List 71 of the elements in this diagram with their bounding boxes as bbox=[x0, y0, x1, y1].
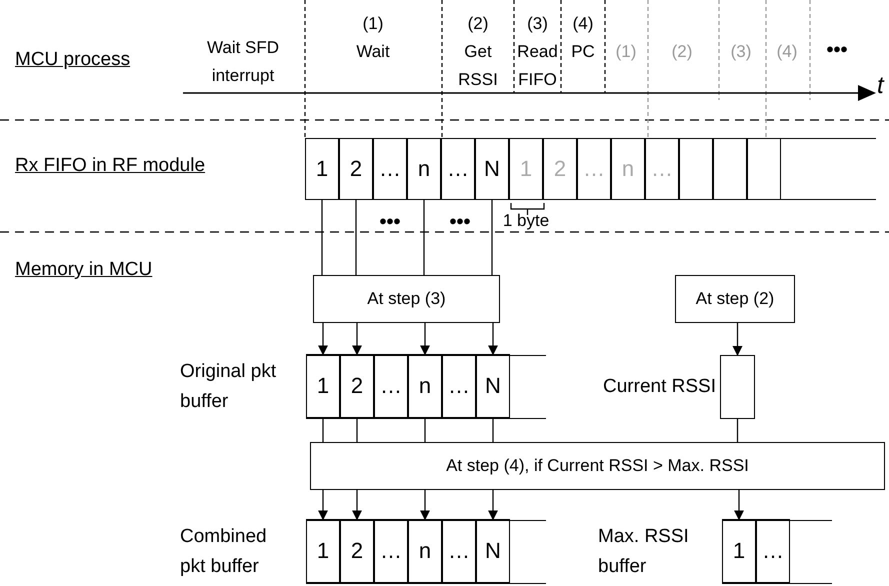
process-box: At step (4), if Current RSSI > Max. RSSI bbox=[310, 442, 885, 490]
byte-cell: N bbox=[476, 519, 510, 584]
connector-line bbox=[491, 200, 493, 275]
connector-line bbox=[356, 418, 358, 442]
phase-label: (2) bbox=[670, 41, 694, 63]
byte-cell: … bbox=[756, 519, 790, 584]
byte-cell: … bbox=[374, 519, 408, 584]
phase-label: (2) Get RSSI bbox=[457, 13, 499, 91]
arrow bbox=[734, 490, 744, 520]
connector-line bbox=[355, 200, 357, 275]
phase-label: (3) bbox=[730, 41, 752, 63]
arrow bbox=[420, 323, 430, 356]
byte-cell: N bbox=[475, 138, 509, 200]
byte-cell: n bbox=[408, 519, 442, 584]
byte-cell: … bbox=[373, 138, 407, 200]
byte-cell: N bbox=[476, 354, 510, 418]
phase-label: (3) Read FIFO bbox=[516, 13, 559, 91]
phase-label: (1) bbox=[614, 41, 638, 63]
arrow bbox=[318, 323, 328, 356]
byte-cell: n bbox=[407, 138, 441, 200]
byte-cell: 1 bbox=[306, 354, 340, 418]
byte-cell: 2 bbox=[340, 354, 374, 418]
byte-cell: 1 bbox=[722, 519, 756, 584]
byte-cell: … bbox=[441, 138, 475, 200]
buffer-label: Max. RSSI buffer bbox=[598, 525, 690, 579]
byte-cell: 2 bbox=[339, 138, 373, 200]
phase-label: (4) bbox=[776, 41, 798, 63]
byte-cell: n bbox=[408, 354, 442, 418]
byte-cell: 1 bbox=[509, 138, 543, 200]
byte-cell: … bbox=[645, 138, 679, 200]
byte-cell: 2 bbox=[543, 138, 577, 200]
dimension-label: 1 byte bbox=[502, 210, 550, 232]
empty-cell bbox=[713, 138, 747, 200]
connector-line bbox=[736, 419, 738, 442]
section-label: MCU process bbox=[15, 48, 132, 72]
byte-cell: 1 bbox=[305, 138, 339, 200]
connector-line bbox=[321, 200, 323, 275]
arrow bbox=[488, 490, 498, 520]
arrow bbox=[352, 323, 362, 356]
byte-cell: 1 bbox=[306, 519, 340, 584]
axis-label: t bbox=[877, 72, 886, 100]
buffer-label: Combined pkt buffer bbox=[180, 525, 268, 579]
register-label: Current RSSI bbox=[602, 375, 716, 399]
ellipsis-label: ••• bbox=[448, 210, 472, 235]
section-label: Rx FIFO in RF module bbox=[15, 154, 206, 178]
buffer-label: Original pkt buffer bbox=[180, 360, 278, 414]
empty-cell bbox=[679, 138, 713, 200]
byte-cell: 2 bbox=[340, 519, 374, 584]
process-box: At step (3) bbox=[313, 275, 500, 323]
byte-cell: … bbox=[442, 354, 476, 418]
ellipsis-label: ••• bbox=[825, 38, 848, 63]
byte-cell: … bbox=[577, 138, 611, 200]
connector-line bbox=[492, 418, 494, 442]
empty-cell bbox=[747, 138, 781, 200]
arrow bbox=[352, 490, 362, 520]
arrow bbox=[488, 323, 498, 356]
phase-label: Wait SFD interrupt bbox=[206, 37, 280, 87]
arrow bbox=[318, 490, 328, 520]
byte-cell: … bbox=[442, 519, 476, 584]
byte-cell: … bbox=[374, 354, 408, 418]
connector-line bbox=[424, 418, 426, 442]
ellipsis-label: ••• bbox=[378, 210, 402, 235]
byte-cell: n bbox=[611, 138, 645, 200]
phase-label: (1) Wait bbox=[355, 13, 391, 63]
arrow bbox=[732, 323, 742, 356]
arrow bbox=[420, 490, 430, 520]
section-label: Memory in MCU bbox=[15, 258, 154, 282]
phase-label: (4) PC bbox=[570, 13, 596, 63]
connector-line bbox=[423, 200, 425, 275]
process-box: At step (2) bbox=[675, 275, 795, 323]
connector-line bbox=[322, 418, 324, 442]
